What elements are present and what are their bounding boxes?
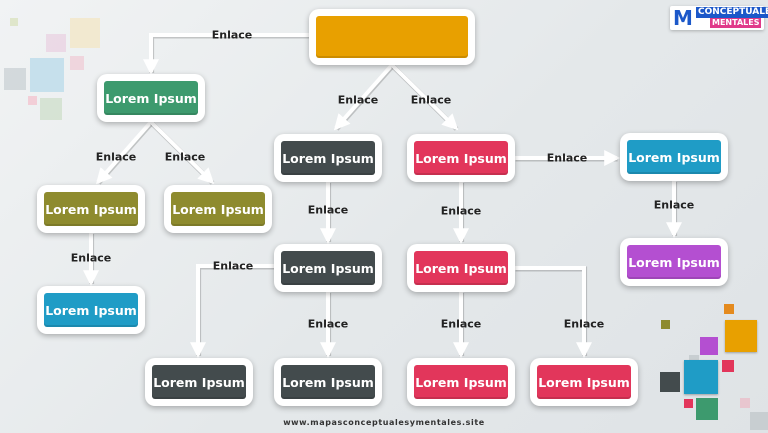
- node-dark-4[interactable]: Lorem Ipsum: [274, 358, 382, 406]
- node-red-2[interactable]: Lorem Ipsum: [407, 244, 515, 292]
- edge-arrow-root-to-n-dark-1: [333, 63, 394, 131]
- node-purple[interactable]: Lorem Ipsum: [620, 238, 728, 286]
- node-dark-3[interactable]: Lorem Ipsum: [145, 358, 253, 406]
- node-dark-3-label: Lorem Ipsum: [152, 365, 246, 399]
- edge-arrow-root-to-n-green: [143, 33, 309, 76]
- edge-shadow-0: [149, 33, 310, 73]
- node-red-4[interactable]: Lorem Ipsum: [530, 358, 638, 406]
- edge-label-green-olive1: Enlace: [95, 150, 137, 164]
- footer-url: www.mapasconceptualesymentales.site: [283, 418, 485, 427]
- node-red-1[interactable]: Lorem Ipsum: [407, 134, 515, 182]
- node-dark-4-label: Lorem Ipsum: [281, 365, 375, 399]
- node-olive-1[interactable]: Lorem Ipsum: [37, 185, 145, 233]
- edge-label-root-red1: Enlace: [410, 93, 452, 107]
- edge-label-root-dark1: Enlace: [337, 93, 379, 107]
- node-olive-2-label: Lorem Ipsum: [171, 192, 265, 226]
- node-red-3-label: Lorem Ipsum: [414, 365, 508, 399]
- node-dark-2-label: Lorem Ipsum: [281, 251, 375, 285]
- logo-letter: M: [673, 6, 693, 30]
- node-blue-right[interactable]: Lorem Ipsum: [620, 133, 728, 181]
- brand-logo: M CONCEPTUALES MENTALES: [670, 6, 768, 30]
- logo-line-1: CONCEPTUALES: [696, 7, 768, 18]
- node-green[interactable]: Lorem Ipsum: [97, 74, 205, 122]
- edge-label-dark2-dark4: Enlace: [307, 317, 349, 331]
- edge-label-dark1-dark2: Enlace: [307, 203, 349, 217]
- edge-shadow-12: [515, 266, 588, 356]
- edge-arrow-n-red-2-to-n-red-4: [515, 266, 592, 359]
- edge-arrow-n-dark-2-to-n-dark-3: [190, 264, 274, 359]
- edge-label-red1-red2: Enlace: [440, 204, 482, 218]
- node-olive-2[interactable]: Lorem Ipsum: [164, 185, 272, 233]
- edge-arrow-root-to-n-red-1: [390, 63, 459, 131]
- node-root[interactable]: [309, 9, 475, 65]
- node-blue-right-label: Lorem Ipsum: [627, 140, 721, 174]
- node-dark-1[interactable]: Lorem Ipsum: [274, 134, 382, 182]
- node-red-1-label: Lorem Ipsum: [414, 141, 508, 175]
- edge-label-red2-red3: Enlace: [440, 317, 482, 331]
- node-red-3[interactable]: Lorem Ipsum: [407, 358, 515, 406]
- node-root-label: [316, 16, 468, 58]
- edge-paths: [83, 33, 682, 359]
- edge-label-green-olive2: Enlace: [164, 150, 206, 164]
- node-dark-2[interactable]: Lorem Ipsum: [274, 244, 382, 292]
- edge-label-blueright-purple: Enlace: [653, 198, 695, 212]
- edge-shadow-7: [196, 264, 275, 356]
- logo-line-2: MENTALES: [710, 18, 762, 28]
- edge-label-root-green: Enlace: [211, 28, 253, 42]
- edge-label-red2-red4: Enlace: [563, 317, 605, 331]
- node-red-2-label: Lorem Ipsum: [414, 251, 508, 285]
- node-blue-left-label: Lorem Ipsum: [44, 293, 138, 327]
- edge-arrow-n-green-to-n-olive-2: [149, 120, 215, 185]
- node-olive-1-label: Lorem Ipsum: [44, 192, 138, 226]
- node-purple-label: Lorem Ipsum: [627, 245, 721, 279]
- edge-label-dark2-dark3: Enlace: [212, 259, 254, 273]
- edge-arrow-n-green-to-n-olive-1: [95, 120, 153, 185]
- node-green-label: Lorem Ipsum: [104, 81, 198, 115]
- edge-label-olive1-blueleft: Enlace: [70, 251, 112, 265]
- edge-label-red1-blueright: Enlace: [546, 151, 588, 165]
- node-blue-left[interactable]: Lorem Ipsum: [37, 286, 145, 334]
- node-dark-1-label: Lorem Ipsum: [281, 141, 375, 175]
- node-red-4-label: Lorem Ipsum: [537, 365, 631, 399]
